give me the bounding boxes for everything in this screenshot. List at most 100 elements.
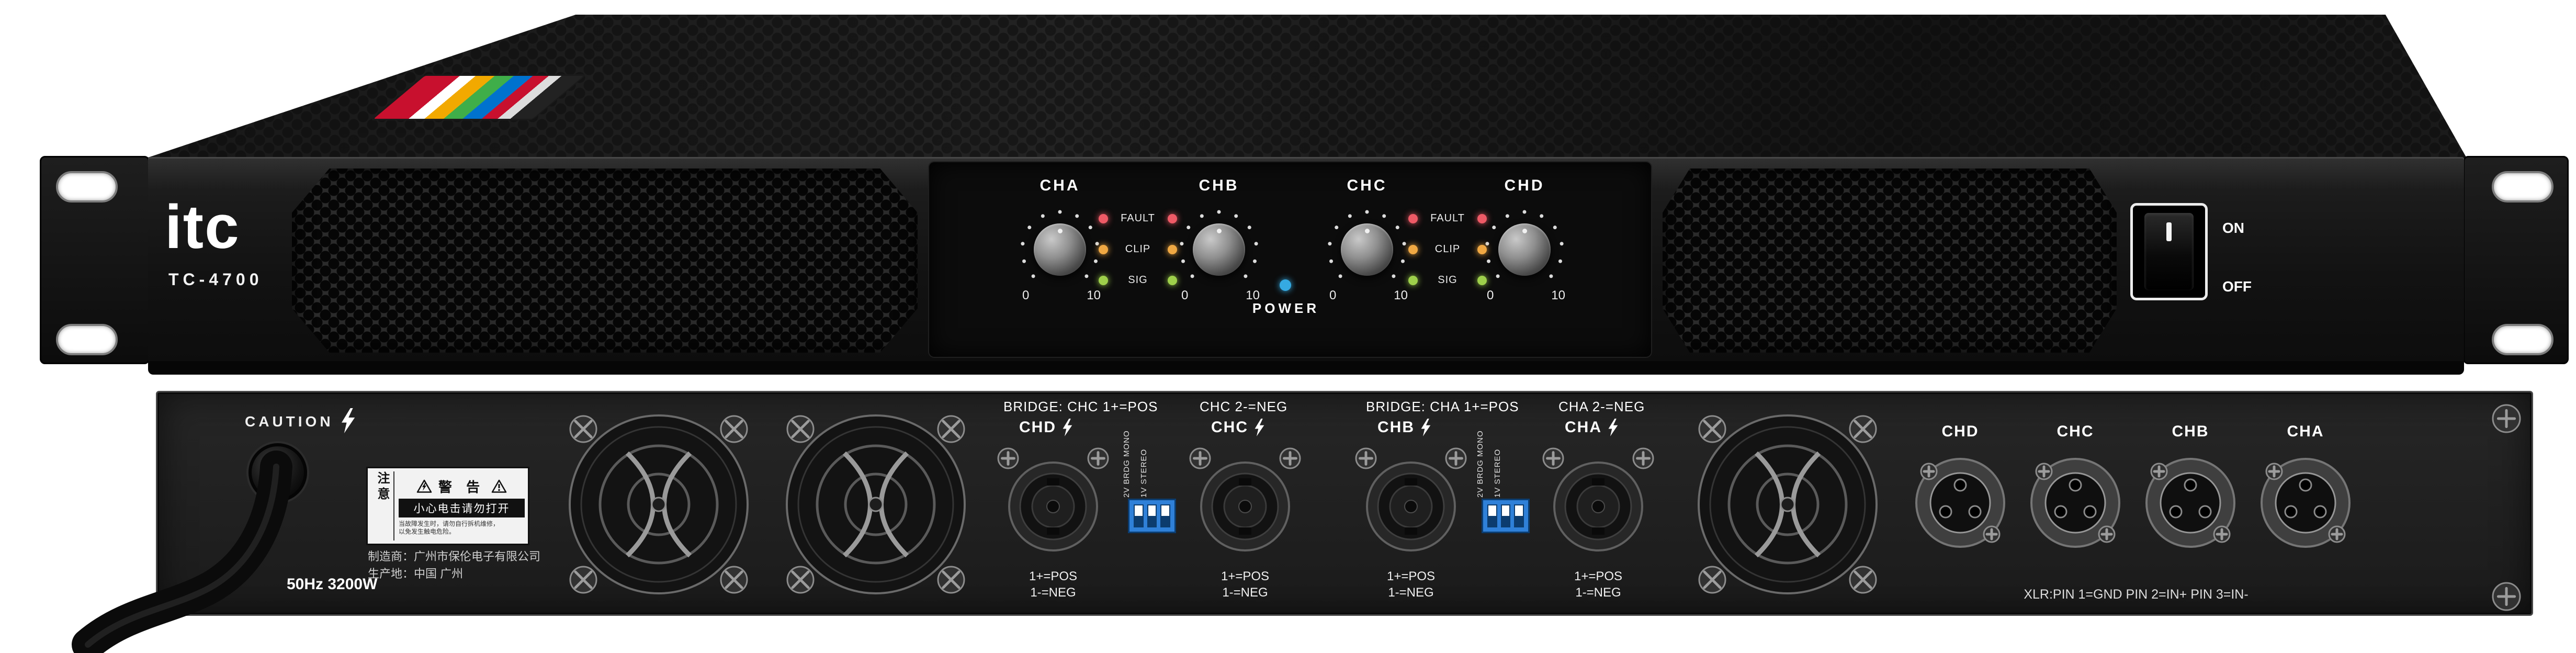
sig-label: SIG (1438, 274, 1458, 286)
bridge-note-right-a: BRIDGE: CHA 1+=POS (1366, 399, 1519, 414)
mode-dip-switch[interactable] (1128, 499, 1176, 533)
warning-sticker: 注意 警 告 小心电击请勿打开 当故障发生时，请勿自行拆机维修， 以免发生触电危… (366, 467, 529, 545)
knob-max-label: 10 (1087, 288, 1101, 302)
warning-subtitle: 小心电击请勿打开 (399, 498, 525, 517)
warning-fine-print: 当故障发生时，请勿自行拆机维修， (399, 520, 500, 527)
bridge-note-left-b: CHC 2-=NEG (1200, 399, 1288, 414)
dip-label-bridge: 2V BRDG MONO (1122, 430, 1131, 498)
xlr-input-chb (2145, 458, 2235, 548)
model-number: TC-4700 (168, 270, 263, 289)
bridge-note-right-b: CHA 2-=NEG (1558, 399, 1645, 414)
dip-label-stereo: 1V STEREO (1139, 448, 1148, 498)
speakon-label-chd: CHD (1019, 419, 1073, 436)
knob-max-label: 10 (1246, 288, 1260, 302)
fault-led (1477, 213, 1487, 223)
caution-bolt-icon (342, 408, 355, 433)
power-led (1280, 279, 1291, 291)
knob-cap[interactable] (1193, 223, 1245, 276)
speakon-label-cha: CHA (1565, 419, 1619, 436)
led-cluster-ab: FAULT CLIP SIG (1099, 212, 1177, 286)
knob-tick-ring (1485, 210, 1564, 278)
bridge-note-left-a: BRIDGE: CHC 1+=POS (1003, 399, 1158, 414)
bolt-icon (1608, 419, 1618, 436)
gain-knob-chd[interactable]: 0 10 (1483, 208, 1566, 302)
gain-knob-chb[interactable]: 0 10 (1177, 208, 1261, 302)
sig-led (1408, 275, 1418, 285)
speakon-label-chb: CHB (1377, 419, 1431, 436)
gain-knob-cha[interactable]: 0 10 (1018, 208, 1102, 302)
channel-label-chd: CHD (1504, 177, 1545, 194)
xlr-input-cha (2261, 458, 2351, 548)
speakon-output-chd (997, 447, 1109, 551)
fault-led (1167, 213, 1177, 223)
clip-label: CLIP (1125, 243, 1151, 255)
switch-on-label: ON (2222, 220, 2244, 236)
power-label: POWER (1252, 300, 1320, 316)
bolt-icon (1063, 419, 1072, 436)
manufacturer-line: 制造商：广州市保伦电子有限公司 (368, 550, 541, 563)
xlr-input-chc (2030, 458, 2120, 548)
speakon-label-chc: CHC (1211, 419, 1265, 436)
cooling-fan (786, 414, 966, 594)
screw (2492, 582, 2521, 611)
screw (2492, 404, 2521, 433)
xlr-label-chd: CHD (1941, 423, 1979, 440)
switch-off-label: OFF (2222, 278, 2252, 295)
knob-min-label: 0 (1181, 288, 1189, 302)
rack-mount-hole (2492, 171, 2554, 202)
knob-tick-ring (1021, 210, 1099, 278)
led-cluster-cd: FAULT CLIP SIG (1408, 212, 1487, 286)
knob-tick-ring (1180, 210, 1258, 278)
bolt-icon (1421, 419, 1431, 436)
sig-label: SIG (1128, 274, 1148, 286)
knob-cap[interactable] (1498, 223, 1551, 276)
power-switch[interactable] (2130, 203, 2208, 300)
rack-ear-right (2463, 156, 2569, 364)
warning-fine-print: 以免发生触电危险。 (399, 527, 456, 535)
speakon-channel-text: CHD (1019, 419, 1056, 436)
speakon-channel-text: CHC (1211, 419, 1248, 436)
power-rating: 50Hz 3200W (287, 576, 378, 593)
knob-max-label: 10 (1394, 288, 1408, 302)
xlr-label-chc: CHC (2057, 423, 2094, 440)
rear-panel: CAUTION 注意 警 告 小心电击请勿打开 当故障发生时，请勿自行拆机维修，… (156, 391, 2533, 616)
dip-labels: 2V BRDG MONO 1V STEREO (1122, 430, 1148, 498)
mode-dip-switch[interactable] (1482, 499, 1530, 533)
bolt-icon (1255, 419, 1264, 436)
clip-led (1168, 244, 1177, 254)
cooling-fan (1698, 414, 1878, 594)
knob-cap[interactable] (1341, 223, 1393, 276)
warning-title: 警 告 (438, 479, 485, 495)
fault-led (1408, 213, 1418, 223)
knob-min-label: 0 (1022, 288, 1030, 302)
power-switch-rocker[interactable] (2144, 213, 2194, 290)
dip-label-stereo: 1V STEREO (1493, 448, 1502, 498)
dip-labels: 2V BRDG MONO 1V STEREO (1476, 430, 1502, 498)
manufacturer-line: 生产地：中国 广州 (368, 567, 464, 580)
gain-knob-chc[interactable]: 0 10 (1325, 208, 1409, 302)
clip-led (1408, 244, 1418, 254)
sig-led (1477, 275, 1487, 285)
dip-label-bridge: 2V BRDG MONO (1476, 430, 1485, 498)
channel-label-chc: CHC (1347, 177, 1387, 194)
front-base-strip (148, 361, 2464, 375)
channel-label-cha: CHA (1040, 177, 1080, 194)
knob-cap[interactable] (1034, 223, 1086, 276)
speakon-output-chc (1189, 447, 1301, 551)
channel-label-chb: CHB (1199, 177, 1239, 194)
fault-label: FAULT (1430, 212, 1465, 224)
rack-mount-hole (2492, 324, 2554, 355)
fault-label: FAULT (1121, 212, 1155, 224)
cooling-fan (569, 414, 749, 594)
xlr-label-cha: CHA (2287, 423, 2324, 440)
xlr-label-chb: CHB (2172, 423, 2209, 440)
electric-warning-triangle-icon (416, 479, 432, 493)
sig-led (1167, 275, 1177, 285)
knob-tick-ring (1328, 210, 1406, 278)
speakon-output-cha (1542, 447, 1654, 551)
knob-min-label: 0 (1487, 288, 1494, 302)
